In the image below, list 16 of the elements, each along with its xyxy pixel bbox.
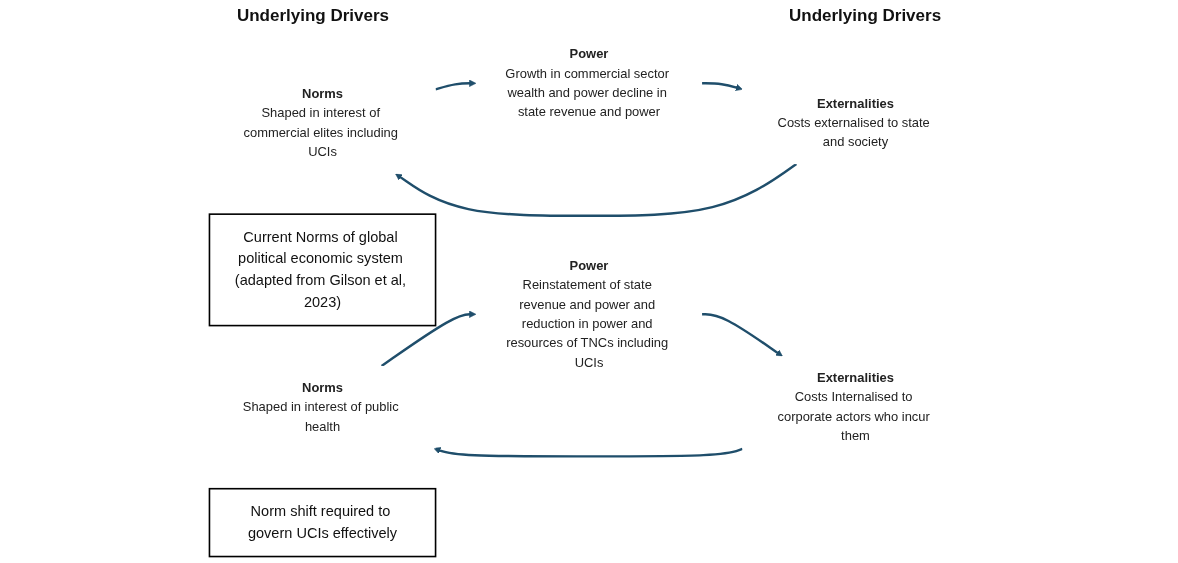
arrow bbox=[435, 79, 477, 91]
node-text: Norms Shaped in interest of commercial elites including UCIs bbox=[243, 86, 398, 159]
node-box: Norm shift required to govern UCIs effectively bbox=[208, 487, 437, 558]
arrow bbox=[702, 313, 783, 357]
arrow bbox=[702, 82, 743, 91]
node-text: Norms Shaped in interest of public health bbox=[242, 380, 399, 433]
arrow bbox=[380, 310, 477, 367]
node-text: Externalities Costs externalised to state and society bbox=[777, 96, 930, 149]
node-text: Externalities Costs Internalised to corporate actors who incur them bbox=[777, 370, 930, 443]
center-label: Underlying Drivers bbox=[236, 6, 389, 26]
node-box: Current Norms of global political economic system (adapted from Gilson et al, 2023) bbox=[208, 213, 437, 327]
arrow bbox=[433, 447, 743, 458]
arrow bbox=[395, 163, 798, 217]
node-text: Power Growth in commercial sector wealth and power decline in state revenue and power bbox=[505, 47, 670, 119]
center-label: Underlying Drivers bbox=[789, 6, 942, 26]
node-text: Power Reinstatement of state revenue and power and reduction in power and resources of TNCs including UCIs bbox=[506, 258, 669, 370]
